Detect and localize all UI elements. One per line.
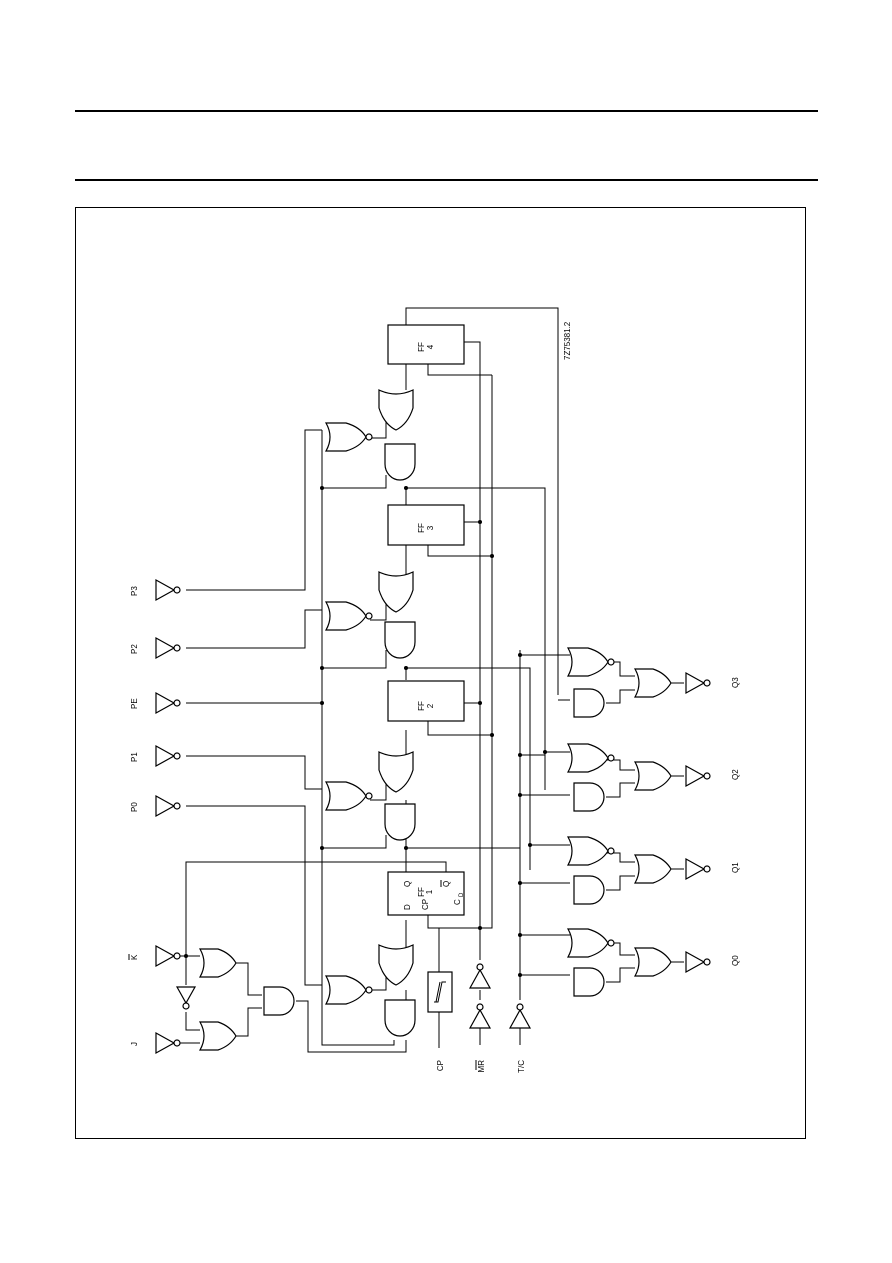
or-gate-out0: [634, 947, 672, 977]
or-gate-stage1: [378, 944, 414, 986]
nor-gate-stage3: [325, 601, 373, 631]
buffer-J: [155, 1032, 181, 1054]
input-label-P2: P2: [130, 644, 139, 654]
or-gate-out3: [634, 668, 672, 698]
ff1-cd-label: C: [453, 899, 462, 905]
flip-flop-2: [387, 680, 465, 722]
ff1-number: 1: [425, 889, 434, 894]
nor-gate-stage2: [325, 781, 373, 811]
schmitt-trigger-CP: [427, 971, 453, 1013]
or-gate-stage2: [378, 751, 414, 793]
and-gate-out0: [573, 967, 605, 997]
input-label-K: K: [130, 954, 139, 960]
flip-flop-3: [387, 504, 465, 546]
buffer-out0: [685, 951, 711, 973]
output-label-Q3: Q3: [731, 677, 740, 688]
buffer-out3: [685, 672, 711, 694]
output-label-Q1: Q1: [731, 862, 740, 873]
buffer-P1: [155, 745, 181, 767]
ff1-name: FF: [417, 887, 426, 897]
flip-flop-4: [387, 324, 465, 365]
buffer-out1: [685, 858, 711, 880]
and-gate-out1: [573, 875, 605, 905]
or-gate-out1: [634, 854, 672, 884]
output-label-Q2: Q2: [731, 769, 740, 780]
and-gate-JK: [263, 986, 295, 1016]
input-label-P0: P0: [130, 802, 139, 812]
ff2-number: 2: [426, 703, 435, 708]
input-label-P1: P1: [130, 752, 139, 762]
input-label-J: J: [130, 1042, 139, 1046]
header-top-rule: [75, 110, 818, 112]
input-label-TC: T/C: [517, 1060, 526, 1073]
nor-gate-out3: [567, 647, 615, 677]
buffer-MR-2: [469, 963, 491, 989]
header-bottom-rule: [75, 179, 818, 181]
buffer-K: [155, 945, 181, 967]
or-gate-J: [199, 1021, 237, 1051]
nor-gate-stage1: [325, 975, 373, 1005]
buffer-PE: [155, 692, 181, 714]
ff1-q-label: Q: [403, 881, 412, 887]
and-gate-stage2: [384, 803, 416, 841]
ff4-name: FF: [417, 342, 426, 352]
ff3-number: 3: [426, 525, 435, 530]
input-label-P3: P3: [130, 586, 139, 596]
input-label-CP: CP: [436, 1060, 445, 1071]
or-gate-K: [199, 948, 237, 978]
output-label-Q0: Q0: [731, 955, 740, 966]
buffer-TC: [509, 1003, 531, 1029]
nor-gate-out0: [567, 928, 615, 958]
junction-dots: [184, 486, 547, 977]
buffer-P2: [155, 637, 181, 659]
and-gate-out3: [573, 688, 605, 718]
buffer-MR: [469, 1003, 491, 1029]
ff3-name: FF: [417, 523, 426, 533]
ff1-cd-subscript: D: [459, 892, 465, 897]
nor-gate-stage4: [325, 422, 373, 452]
buffer-P0: [155, 795, 181, 817]
input-label-MR: MR: [477, 1060, 486, 1073]
figure-code: 7Z75381.2: [563, 321, 572, 360]
wiring: [176, 307, 684, 1053]
ff4-number: 4: [426, 344, 435, 349]
and-gate-out2: [573, 782, 605, 812]
ff1-cp-label: CP: [421, 899, 430, 910]
buffer-out2: [685, 765, 711, 787]
figure-frame: [75, 207, 806, 1139]
nor-gate-out1: [567, 836, 615, 866]
ff1-qbar-label: Q: [442, 881, 451, 887]
ff2-name: FF: [417, 701, 426, 711]
or-gate-stage4: [378, 389, 414, 431]
ff1-d-label: D: [403, 904, 412, 910]
and-gate-stage1: [384, 999, 416, 1037]
or-gate-out2: [634, 761, 672, 791]
input-label-PE: PE: [130, 698, 139, 709]
and-gate-stage4: [384, 443, 416, 481]
and-gate-stage3: [384, 621, 416, 659]
nor-gate-out2: [567, 743, 615, 773]
or-gate-stage3: [378, 571, 414, 613]
buffer-P3: [155, 579, 181, 601]
flip-flop-1: [387, 871, 465, 916]
buffer-JK-inverter: [176, 986, 196, 1010]
